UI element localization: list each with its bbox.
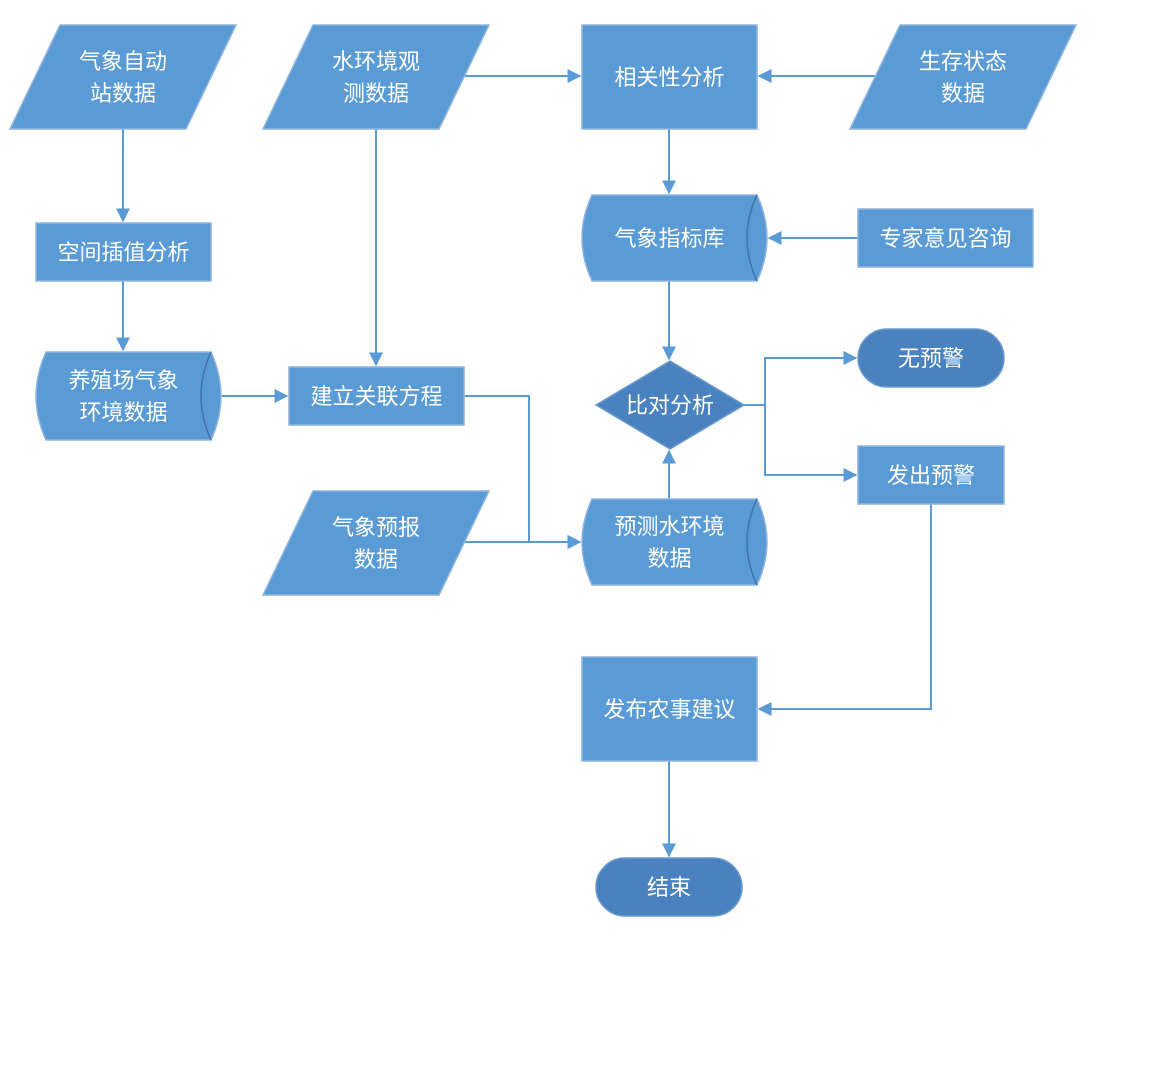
node-label: 数据 <box>647 547 691 572</box>
terminal-pill <box>595 857 743 917</box>
terminal-pill <box>857 328 1005 388</box>
stored-data-edge <box>746 498 758 586</box>
node-publish-advice: 发布农事建议 <box>581 656 758 762</box>
connector-compare-to-nowarning <box>744 351 858 406</box>
process-box <box>857 445 1005 505</box>
process-box <box>581 656 758 762</box>
node-label: 气象自动 <box>79 50 167 75</box>
node-label: 预测水环境 <box>614 515 724 540</box>
node-label: 发布农事建议 <box>603 698 735 723</box>
node-label: 空间插值分析 <box>57 241 189 266</box>
stored-data-edge <box>200 351 212 441</box>
node-correlation-analysis: 相关性分析 <box>581 24 758 130</box>
stored-data-edge <box>746 194 758 282</box>
node-label: 结束 <box>647 876 691 901</box>
nodes-layer: 气象自动站数据水环境观测数据相关性分析生存状态数据空间插值分析气象指标库专家意见… <box>8 24 1078 917</box>
node-label: 生存状态 <box>919 50 1007 75</box>
node-label: 比对分析 <box>626 394 714 419</box>
node-label: 水环境观 <box>332 50 420 75</box>
connectors-layer <box>116 69 932 858</box>
node-label: 发出预警 <box>887 464 975 489</box>
node-label: 建立关联方程 <box>310 385 442 410</box>
node-end: 结束 <box>595 857 743 917</box>
node-build-equation: 建立关联方程 <box>288 366 465 426</box>
node-label: 气象指标库 <box>614 227 724 252</box>
node-label: 养殖场气象 <box>68 369 178 394</box>
process-box <box>857 208 1034 268</box>
node-label: 无预警 <box>898 347 964 372</box>
node-compare-analysis: 比对分析 <box>594 360 746 450</box>
data-parallelogram <box>261 24 491 130</box>
node-label: 数据 <box>941 82 985 107</box>
connector-compare-to-warning <box>764 405 858 482</box>
stored-data-shape <box>581 498 768 586</box>
stored-data-shape <box>35 351 222 441</box>
data-parallelogram <box>848 24 1078 130</box>
process-box <box>581 24 758 130</box>
decision-diamond <box>594 360 746 450</box>
data-parallelogram <box>261 490 491 596</box>
process-box <box>35 222 212 282</box>
connector-warning-to-advice <box>757 504 932 716</box>
data-parallelogram <box>8 24 238 130</box>
node-label: 专家意见咨询 <box>879 227 1011 252</box>
node-label: 数据 <box>354 548 398 573</box>
connector-equation-to-predict <box>464 395 582 549</box>
process-box <box>288 366 465 426</box>
node-label: 测数据 <box>343 82 409 107</box>
node-label: 气象预报 <box>332 516 420 541</box>
node-label: 相关性分析 <box>614 66 724 91</box>
node-label: 站数据 <box>90 82 156 107</box>
node-expert-consultation: 专家意见咨询 <box>857 208 1034 268</box>
node-no-warning: 无预警 <box>857 328 1005 388</box>
node-issue-warning: 发出预警 <box>857 445 1005 505</box>
node-spatial-interpolation: 空间插值分析 <box>35 222 212 282</box>
node-label: 环境数据 <box>79 401 167 426</box>
node-weather-index-db: 气象指标库 <box>581 194 768 282</box>
